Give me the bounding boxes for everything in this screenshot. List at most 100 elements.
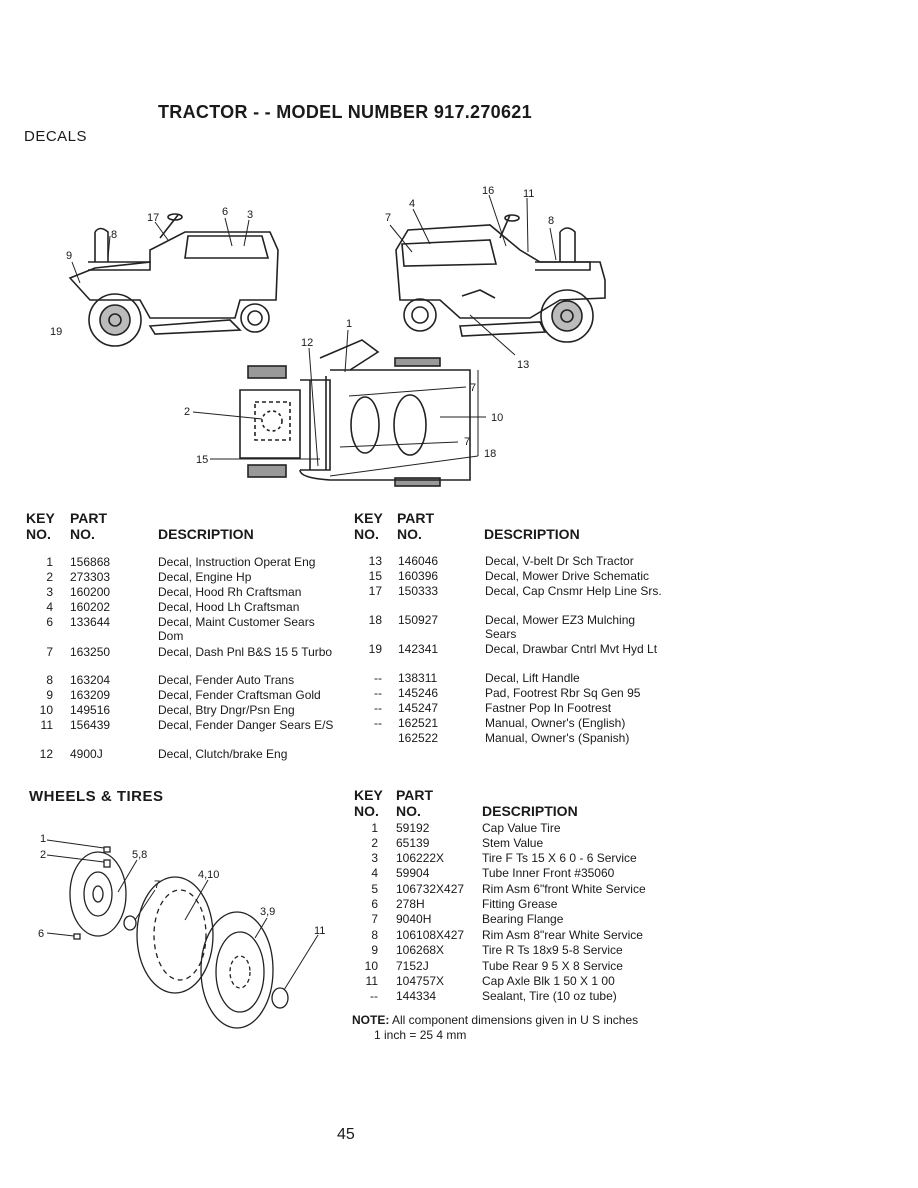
part-description: Decal, V-belt Dr Sch Tractor [485,554,634,568]
part-description: Decal, Dash Pnl B&S 15 5 Turbo [158,645,333,659]
callout-label: 6 [222,206,228,218]
note-text: All component dimensions given in U S in… [392,1013,639,1027]
part-description: Fitting Grease [482,897,558,911]
callout-label: 8 [548,215,554,227]
part-description: Decal, Fender Craftsman Gold [158,688,321,702]
part-number: 9040H [396,912,432,926]
col-header-description: DESCRIPTION [158,526,254,542]
part-number: 156868 [70,555,111,569]
col-header-description: DESCRIPTION [482,803,578,819]
key-number: 9 [46,688,53,702]
part-number: 150333 [398,584,439,598]
part-number: 273303 [70,570,111,584]
callout-label: 2 [40,849,46,861]
col-header-key: KEY [26,510,55,526]
callout-label: 11 [523,188,534,200]
key-number: 6 [371,897,378,911]
part-description: Rim Asm 6"front White Service [482,882,646,896]
col-header-no: NO. [354,803,379,819]
part-number: 145247 [398,701,439,715]
front-rim-drawing [69,851,127,937]
key-number: 1 [371,821,378,835]
key-number: 15 [368,569,382,583]
key-number: 10 [39,703,53,717]
key-number: 10 [364,959,378,973]
key-number: 3 [46,585,53,599]
key-number: 11 [40,718,53,732]
part-number: 146046 [398,554,439,568]
part-description: Cap Axle Blk 1 50 X 1 00 [482,974,615,988]
callout-label: 9 [66,250,72,262]
part-number: 104757X [396,974,445,988]
callout-label: 2 [184,406,190,418]
part-description: Stem Value [482,836,544,850]
part-description: Decal, Maint Customer Sears Dom [158,615,315,643]
callout-label: 7 [385,212,391,224]
part-number: 160200 [70,585,111,599]
key-number: 13 [368,554,382,568]
key-number: 2 [371,836,378,850]
part-number: 4900J [70,747,103,761]
key-number: 8 [46,673,53,687]
key-number: -- [370,989,378,1003]
part-description: Decal, Engine Hp [158,570,252,584]
part-description: Tube Inner Front #35060 [482,866,615,880]
part-description: Decal, Fender Auto Trans [158,673,295,687]
part-number: 160396 [398,569,439,583]
part-description: Manual, Owner's (Spanish) [485,731,630,745]
part-number: 156439 [70,718,111,732]
key-number: 6 [46,615,53,629]
key-number: -- [374,671,382,685]
part-description: Decal, Drawbar Cntrl Mvt Hyd Lt [485,642,658,656]
part-description: Rim Asm 8"rear White Service [482,928,643,942]
tractor-side-left-drawing [68,213,279,347]
part-description: Decal, Lift Handle [485,671,580,685]
key-number: 7 [371,912,378,926]
key-number: 9 [371,943,378,957]
callout-label: 16 [482,185,494,197]
note-conversion: 1 inch = 25 4 mm [374,1028,467,1042]
part-number: 138311 [398,671,438,685]
callout-label: 7 [154,879,160,891]
page-number: 45 [337,1126,355,1143]
col-header-part: PART [396,787,434,803]
part-number: 144334 [396,989,437,1003]
key-number: -- [374,716,382,730]
key-number: 5 [371,882,378,896]
page-title: TRACTOR - - MODEL NUMBER 917.270621 [158,102,532,122]
callout-label: 5,8 [132,849,147,861]
part-description: Pad, Footrest Rbr Sq Gen 95 [485,686,641,700]
part-description: Bearing Flange [482,912,564,926]
part-number: 59904 [396,866,430,880]
key-number: 12 [39,747,53,761]
callout-label: 15 [196,454,208,466]
note-label: NOTE: [352,1013,390,1027]
callout-label: 4,10 [198,869,219,881]
part-number: 7152J [396,959,429,973]
wheels-heading: WHEELS & TIRES [29,788,164,805]
part-description: Sealant, Tire (10 oz tube) [482,989,617,1003]
tractor-top-view-drawing [239,339,471,487]
part-number: 278H [396,897,425,911]
part-number: 149516 [70,703,111,717]
key-number: 4 [371,866,378,880]
key-number: 17 [368,584,382,598]
key-number: 1 [46,555,53,569]
key-number: 18 [368,613,382,627]
key-number: -- [374,686,382,700]
part-number: 142341 [398,642,439,656]
rear-tire-drawing [200,911,274,1029]
part-number: 150927 [398,613,439,627]
part-description: Tire F Ts 15 X 6 0 - 6 Service [482,851,637,865]
part-number: 162521 [398,716,439,730]
part-description: Decal, Btry Dngr/Psn Eng [158,703,295,717]
col-header-part-no: NO. [396,803,421,819]
part-description: Cap Value Tire [482,821,561,835]
key-number: 4 [46,600,53,614]
part-description: Decal, Clutch/brake Eng [158,747,288,761]
callout-label: 12 [301,337,313,349]
part-description: Manual, Owner's (English) [485,716,626,730]
part-number: 163204 [70,673,111,687]
callout-label: 8 [111,229,117,241]
callout-label: 19 [50,326,62,338]
